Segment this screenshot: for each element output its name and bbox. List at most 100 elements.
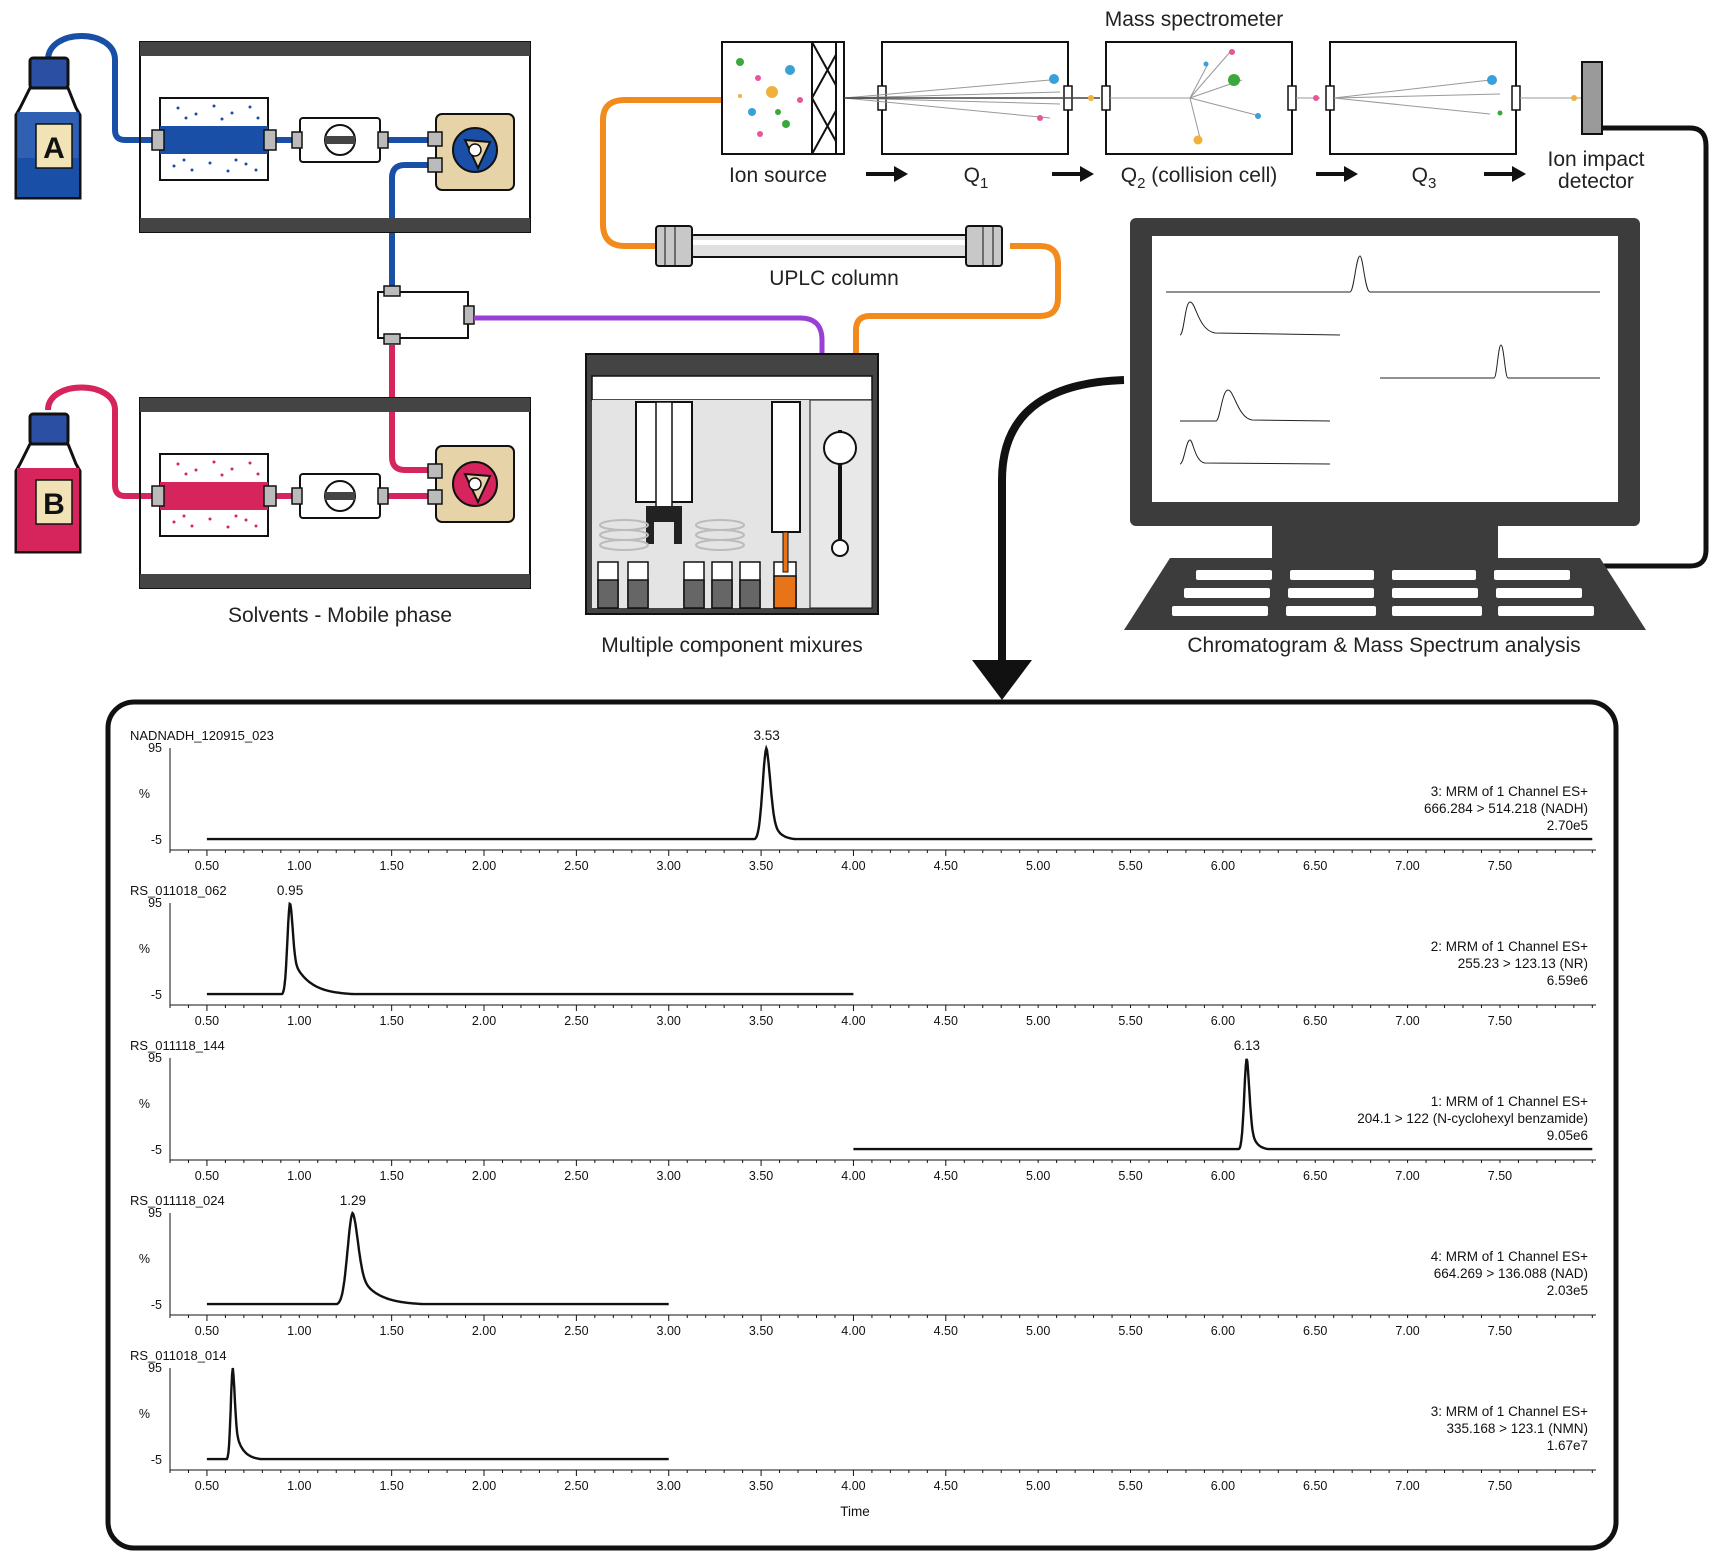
x-tick-label: 2.50 — [564, 859, 588, 873]
x-tick-label: 6.50 — [1303, 1324, 1327, 1338]
x-tick-label: 3.00 — [657, 1169, 681, 1183]
x-tick-label: 1.50 — [379, 1324, 403, 1338]
x-tick-label: 4.50 — [934, 1479, 958, 1493]
y-tick-label: 95 — [148, 896, 162, 910]
x-tick-label: 5.00 — [1026, 1169, 1050, 1183]
x-tick-label: 5.50 — [1118, 859, 1142, 873]
x-tick-label: 3.50 — [749, 1479, 773, 1493]
x-tick-label: 1.50 — [379, 859, 403, 873]
chromatogram-trace — [206, 901, 854, 996]
trace-annotation: 664.269 > 136.088 (NAD) — [1434, 1266, 1588, 1281]
chromatogram-trace — [853, 1058, 1593, 1151]
x-tick-label: 3.50 — [749, 859, 773, 873]
trace-annotation: 9.05e6 — [1547, 1128, 1588, 1143]
x-tick-label: 4.50 — [934, 1324, 958, 1338]
trace-annotation: 204.1 > 122 (N-cyclohexyl benzamide) — [1357, 1111, 1588, 1126]
bottle-a: A — [14, 56, 82, 200]
q2-label: Q2 (collision cell) — [1121, 164, 1278, 192]
y-tick-label: 95 — [148, 1361, 162, 1375]
x-tick-label: 6.50 — [1303, 1014, 1327, 1028]
y-tick-label: -5 — [151, 1143, 162, 1157]
x-tick-label: 7.00 — [1395, 1324, 1419, 1338]
mixtures-label: Multiple component mixures — [601, 634, 862, 657]
x-tick-label: 2.50 — [564, 1169, 588, 1183]
x-tick-label: 3.50 — [749, 1169, 773, 1183]
x-axis-title: Time — [840, 1504, 870, 1519]
x-tick-label: 1.50 — [379, 1479, 403, 1493]
trace-title: RS_011118_144 — [130, 1038, 225, 1053]
detector-label-2: detector — [1558, 170, 1634, 193]
x-tick-label: 5.50 — [1118, 1014, 1142, 1028]
ion-source-particles — [736, 58, 803, 137]
x-tick-label: 6.50 — [1303, 1479, 1327, 1493]
x-tick-label: 5.00 — [1026, 1014, 1050, 1028]
x-tick-label: 7.50 — [1488, 859, 1512, 873]
ms-title: Mass spectrometer — [1105, 8, 1284, 31]
y-tick-label: 95 — [148, 741, 162, 755]
y-tick-label: % — [139, 1097, 150, 1111]
uplc-column — [655, 225, 1003, 267]
solvent-a-tubing — [45, 33, 160, 143]
trace-annotation: 4: MRM of 1 Channel ES+ — [1431, 1249, 1588, 1264]
x-tick-label: 7.50 — [1488, 1169, 1512, 1183]
x-tick-label: 4.00 — [841, 1479, 865, 1493]
x-tick-label: 2.50 — [564, 1324, 588, 1338]
x-tick-label: 1.50 — [379, 1014, 403, 1028]
x-tick-label: 2.50 — [564, 1014, 588, 1028]
trace-title: RS_011018_062 — [130, 883, 227, 898]
x-tick-label: 3.00 — [657, 859, 681, 873]
peak-label: 3.53 — [753, 728, 779, 743]
chromatogram-trace — [206, 1211, 669, 1306]
chromatogram-trace — [206, 1367, 669, 1461]
bottle-a-letter: A — [43, 132, 65, 165]
x-tick-label: 6.00 — [1211, 859, 1235, 873]
solvents-label: Solvents - Mobile phase — [228, 604, 452, 627]
x-tick-label: 1.00 — [287, 859, 311, 873]
x-tick-label: 6.00 — [1211, 1014, 1235, 1028]
uplc-label: UPLC column — [769, 267, 899, 290]
x-tick-label: 4.50 — [934, 1014, 958, 1028]
peak-label: 0.95 — [277, 883, 303, 898]
trace-annotation: 2: MRM of 1 Channel ES+ — [1431, 939, 1588, 954]
detector-cable — [1600, 125, 1709, 569]
monitor-screen-traces — [1166, 255, 1600, 465]
trace-annotation: 255.23 > 123.13 (NR) — [1458, 956, 1588, 971]
autosampler — [585, 353, 879, 615]
x-tick-label: 2.50 — [564, 1479, 588, 1493]
x-tick-label: 5.50 — [1118, 1169, 1142, 1183]
bottle-b-letter: B — [43, 488, 65, 521]
x-tick-label: 1.00 — [287, 1324, 311, 1338]
y-tick-label: -5 — [151, 988, 162, 1002]
y-tick-label: % — [139, 1252, 150, 1266]
trace-title: RS_011018_014 — [130, 1348, 227, 1363]
q3-label: Q3 — [1412, 164, 1437, 192]
mix-line-a — [389, 162, 430, 295]
bottle-b: B — [14, 412, 82, 554]
solvent-system: A B — [14, 33, 531, 627]
x-tick-label: 6.50 — [1303, 1169, 1327, 1183]
x-tick-label: 2.00 — [472, 1324, 496, 1338]
x-tick-label: 3.50 — [749, 1014, 773, 1028]
trace-annotation: 335.168 > 123.1 (NMN) — [1447, 1421, 1588, 1436]
x-tick-label: 4.00 — [841, 859, 865, 873]
x-tick-label: 4.50 — [934, 1169, 958, 1183]
chromatogram-trace — [206, 744, 1593, 841]
y-tick-label: -5 — [151, 1298, 162, 1312]
x-tick-label: 0.50 — [195, 1169, 219, 1183]
column-outlet-line — [600, 97, 726, 249]
x-tick-label: 0.50 — [195, 859, 219, 873]
q1-label: Q1 — [964, 164, 989, 192]
x-tick-label: 7.50 — [1488, 1014, 1512, 1028]
x-tick-label: 1.00 — [287, 1014, 311, 1028]
analysis-label: Chromatogram & Mass Spectrum analysis — [1187, 634, 1580, 657]
y-tick-label: % — [139, 787, 150, 801]
trace-annotation: 1: MRM of 1 Channel ES+ — [1431, 1094, 1588, 1109]
x-tick-label: 5.00 — [1026, 1324, 1050, 1338]
x-tick-label: 2.00 — [472, 859, 496, 873]
x-tick-label: 3.00 — [657, 1479, 681, 1493]
trace-annotation: 6.59e6 — [1547, 973, 1588, 988]
x-tick-label: 5.00 — [1026, 1479, 1050, 1493]
y-tick-label: 95 — [148, 1206, 162, 1220]
x-tick-label: 1.50 — [379, 1169, 403, 1183]
x-tick-label: 3.50 — [749, 1324, 773, 1338]
